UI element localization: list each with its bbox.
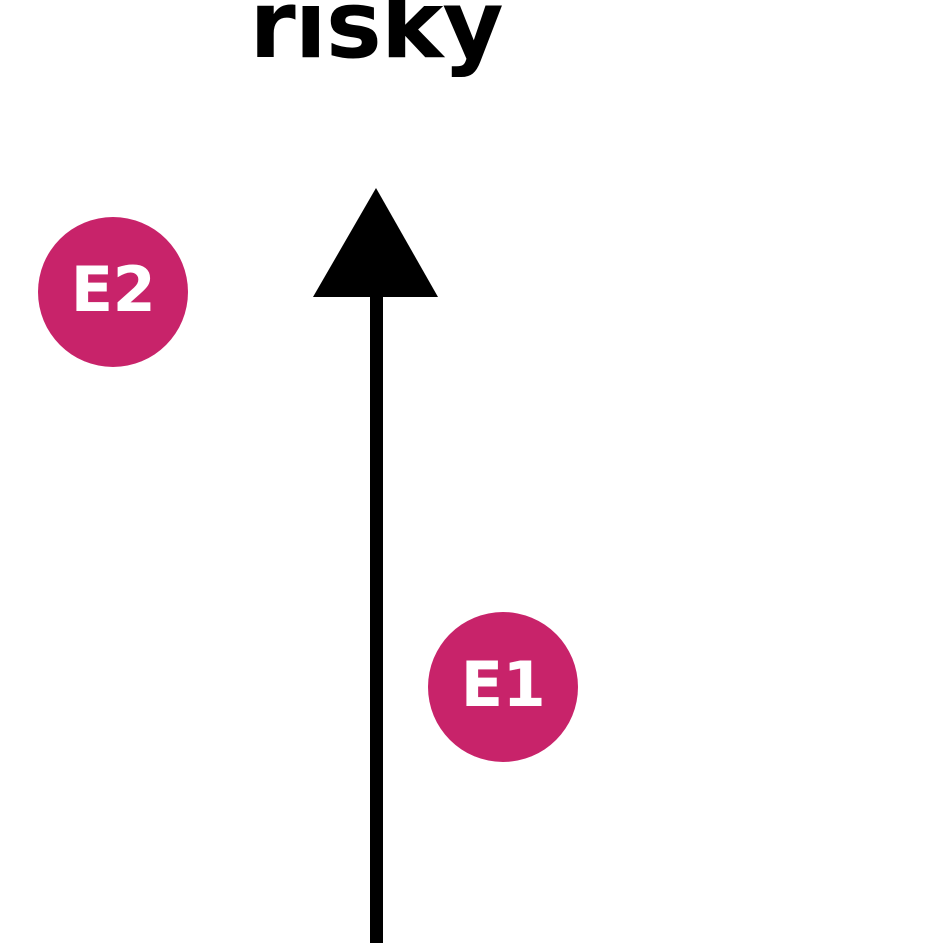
arrow-head <box>313 188 438 297</box>
arrow-group <box>313 188 438 943</box>
entity-node-e2-label: E2 <box>70 253 156 326</box>
arrow-shaft <box>370 280 383 943</box>
entity-node-e1[interactable]: E1 <box>428 612 578 762</box>
page-title: risky <box>249 0 503 80</box>
entity-node-e2[interactable]: E2 <box>38 217 188 367</box>
entity-node-e1-label: E1 <box>460 648 546 721</box>
